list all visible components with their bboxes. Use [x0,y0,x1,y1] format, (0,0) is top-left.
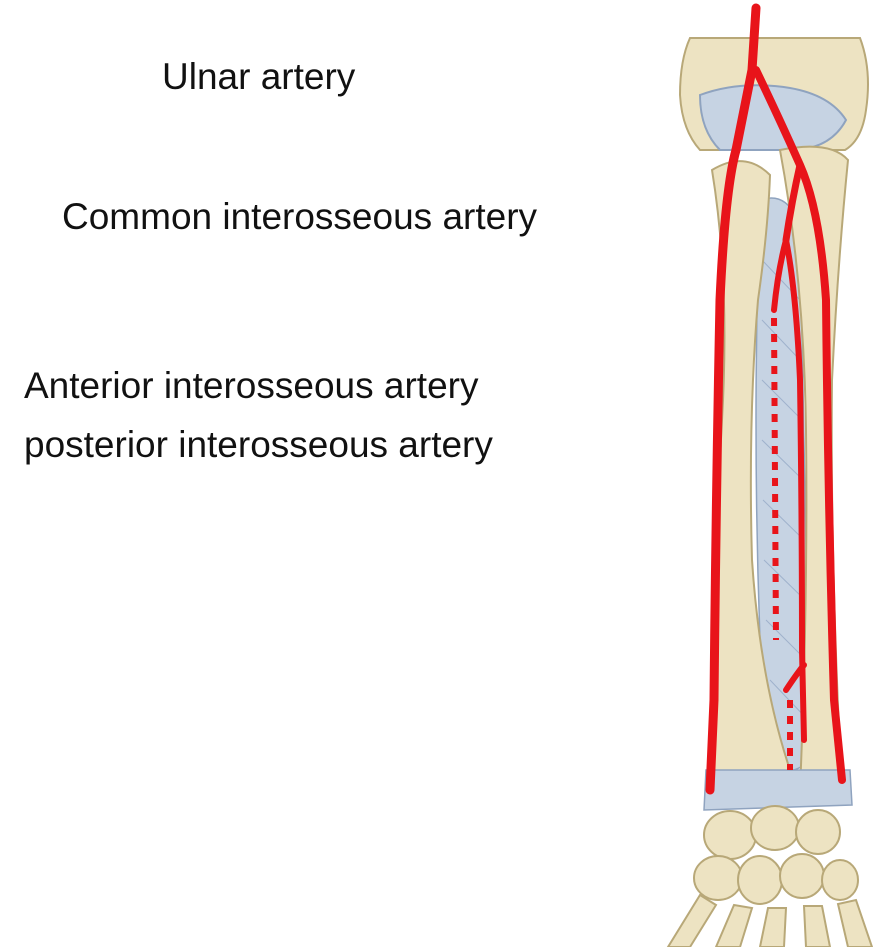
humerus-distal-end [680,38,868,150]
posterior-interosseous-dotted [774,318,776,640]
carpal-bones [694,806,858,904]
distal-radioulnar-joint [704,770,852,810]
metacarpal-bones [668,895,872,947]
